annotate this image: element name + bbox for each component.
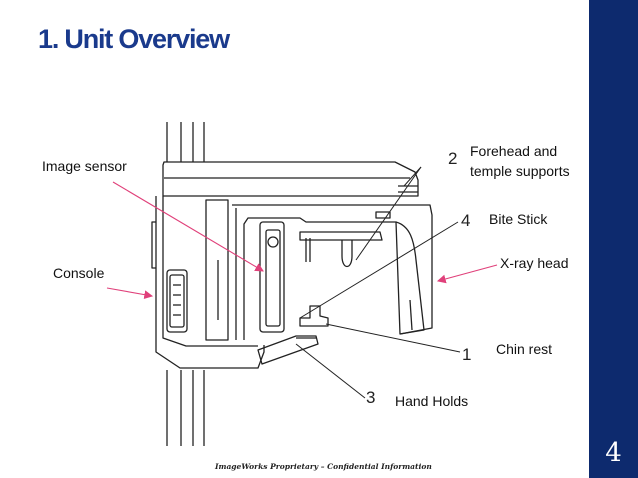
pointer-arrows (106, 181, 498, 299)
sidebar-band (589, 0, 638, 478)
arrow-image-sensor (112, 181, 264, 272)
footer-confidential: ImageWorks Proprietary – Confidential In… (215, 462, 432, 471)
callout-number-hand-holds: 3 (366, 388, 376, 407)
label-chin-rest: Chin rest (496, 341, 553, 357)
label-xray-head: X-ray head (500, 255, 569, 271)
arrow-xray-head (436, 264, 498, 284)
label-hand-holds: Hand Holds (395, 393, 469, 409)
callout-number-forehead: 2 (448, 149, 458, 168)
machine-outline (151, 122, 433, 446)
callout-number-bite-stick: 4 (461, 211, 471, 230)
label-forehead-line1: Forehead and (470, 143, 558, 159)
slide-title: 1. Unit Overview (38, 24, 230, 54)
label-image-sensor: Image sensor (42, 158, 127, 174)
page-number: 4 (605, 438, 622, 468)
label-forehead-line2: temple supports (470, 163, 570, 179)
callout-number-chin-rest: 1 (462, 345, 472, 364)
leader-lines (295, 166, 461, 399)
label-bite-stick: Bite Stick (489, 211, 548, 227)
label-console: Console (53, 265, 105, 281)
arrow-console (106, 287, 154, 299)
